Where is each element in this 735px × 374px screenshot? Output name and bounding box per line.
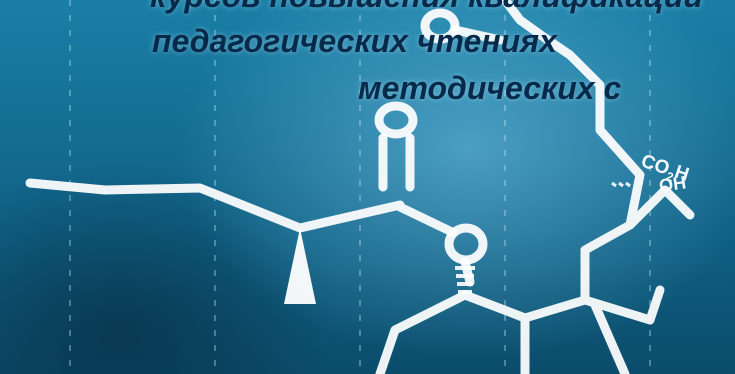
carbon-chain-right (540, 33, 645, 305)
heading-line-2: педагогических чтениях (152, 23, 557, 59)
carbon-chain-left (25, 178, 405, 233)
stereo-wedge (284, 228, 316, 304)
oxygen-atom-carbonyl (374, 101, 418, 139)
heading-line-3: методических с (358, 70, 622, 106)
heading-line-1: курсов повышения квалификации (150, 0, 703, 14)
label-oh: OH (658, 172, 688, 196)
oxygen-atom-ester (444, 223, 488, 265)
oxygen-atom-top (420, 8, 460, 44)
